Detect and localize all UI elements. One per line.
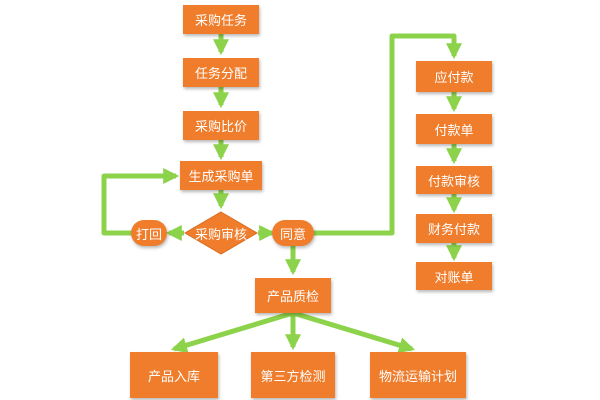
edge-reject-order [101, 167, 180, 236]
node-purchase-task: 采购任务 [183, 5, 259, 34]
node-price-comparison: 采购比价 [183, 111, 259, 140]
node-quality-inspection: 产品质检 [255, 278, 331, 313]
node-reject: 打回 [131, 220, 167, 246]
node-approve: 同意 [272, 220, 314, 246]
node-purchase-review: 采购审核 [184, 211, 258, 255]
node-payment-order: 付款单 [416, 114, 492, 144]
node-logistics-plan: 物流运输计划 [370, 352, 466, 398]
node-third-party-test: 第三方检测 [251, 352, 335, 398]
node-payment-review: 付款审核 [416, 166, 492, 194]
edge-qc-stock [170, 310, 294, 353]
decision-diamond-shape [184, 211, 258, 255]
node-finance-payment: 财务付款 [416, 214, 492, 243]
edge-qc-logistics [292, 310, 416, 353]
node-warehouse-entry: 产品入库 [130, 352, 218, 398]
node-purchase-review-label: 采购审核 [194, 227, 247, 243]
node-task-assignment: 任务分配 [183, 58, 259, 87]
node-reconciliation: 对账单 [416, 262, 492, 290]
node-payable: 应付款 [416, 61, 492, 92]
node-generate-po: 生成采购单 [180, 161, 262, 190]
edge-approve-payable [313, 33, 463, 236]
